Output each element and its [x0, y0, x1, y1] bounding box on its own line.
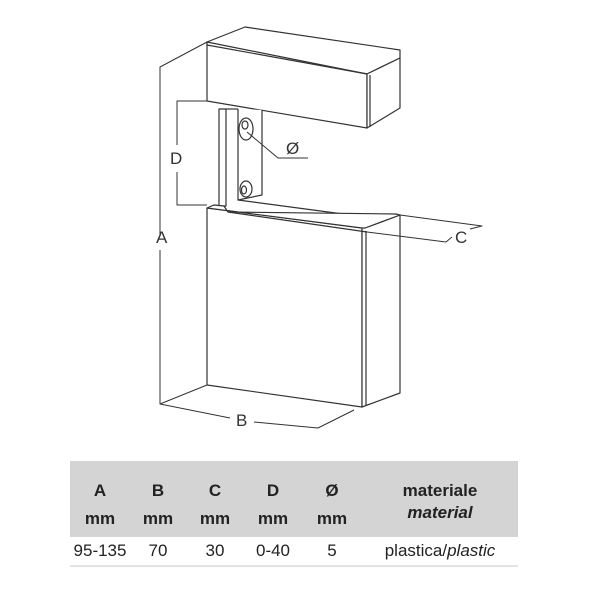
unit-d: mm	[257, 509, 289, 528]
header-material-en: material	[407, 503, 473, 522]
value-b: 70	[130, 537, 186, 567]
value-material: plastica/plastic	[362, 537, 518, 567]
value-c: 30	[186, 537, 244, 567]
spec-table: A B C D Ø materiale material mm mm mm mm…	[70, 461, 518, 567]
label-c: C	[455, 228, 467, 247]
label-d: D	[170, 149, 182, 168]
header-material-it: materiale	[402, 481, 478, 500]
unit-diameter: mm	[316, 509, 348, 528]
header-b: B	[151, 481, 165, 500]
technical-drawing: A B C D Ø	[156, 26, 483, 430]
header-diameter: Ø	[325, 481, 339, 500]
unit-b: mm	[142, 509, 174, 528]
value-d: 0-40	[244, 537, 302, 567]
dimension-c	[366, 214, 483, 243]
unit-c: mm	[199, 509, 231, 528]
value-a: 95-135	[70, 537, 130, 567]
header-d: D	[266, 481, 280, 500]
value-material-it: plastica/	[384, 541, 448, 560]
value-material-en: plastic	[447, 541, 496, 560]
header-a: A	[93, 481, 107, 500]
lower-box	[206, 204, 401, 408]
header-c: C	[208, 481, 222, 500]
upper-block	[206, 26, 401, 129]
table-row: 95-135 70 30 0-40 5 plastica/plastic	[70, 537, 518, 567]
dimension-a	[159, 41, 208, 405]
unit-a: mm	[84, 509, 116, 528]
label-a: A	[156, 228, 168, 247]
value-diameter: 5	[302, 537, 362, 567]
header-material: materiale material	[362, 461, 518, 537]
header-row-labels: A B C D Ø materiale material	[70, 461, 518, 522]
dimension-d	[176, 100, 207, 206]
diameter-leader	[246, 131, 308, 159]
dimension-b	[159, 403, 355, 429]
label-b: B	[236, 411, 247, 430]
label-diameter: Ø	[286, 139, 299, 158]
